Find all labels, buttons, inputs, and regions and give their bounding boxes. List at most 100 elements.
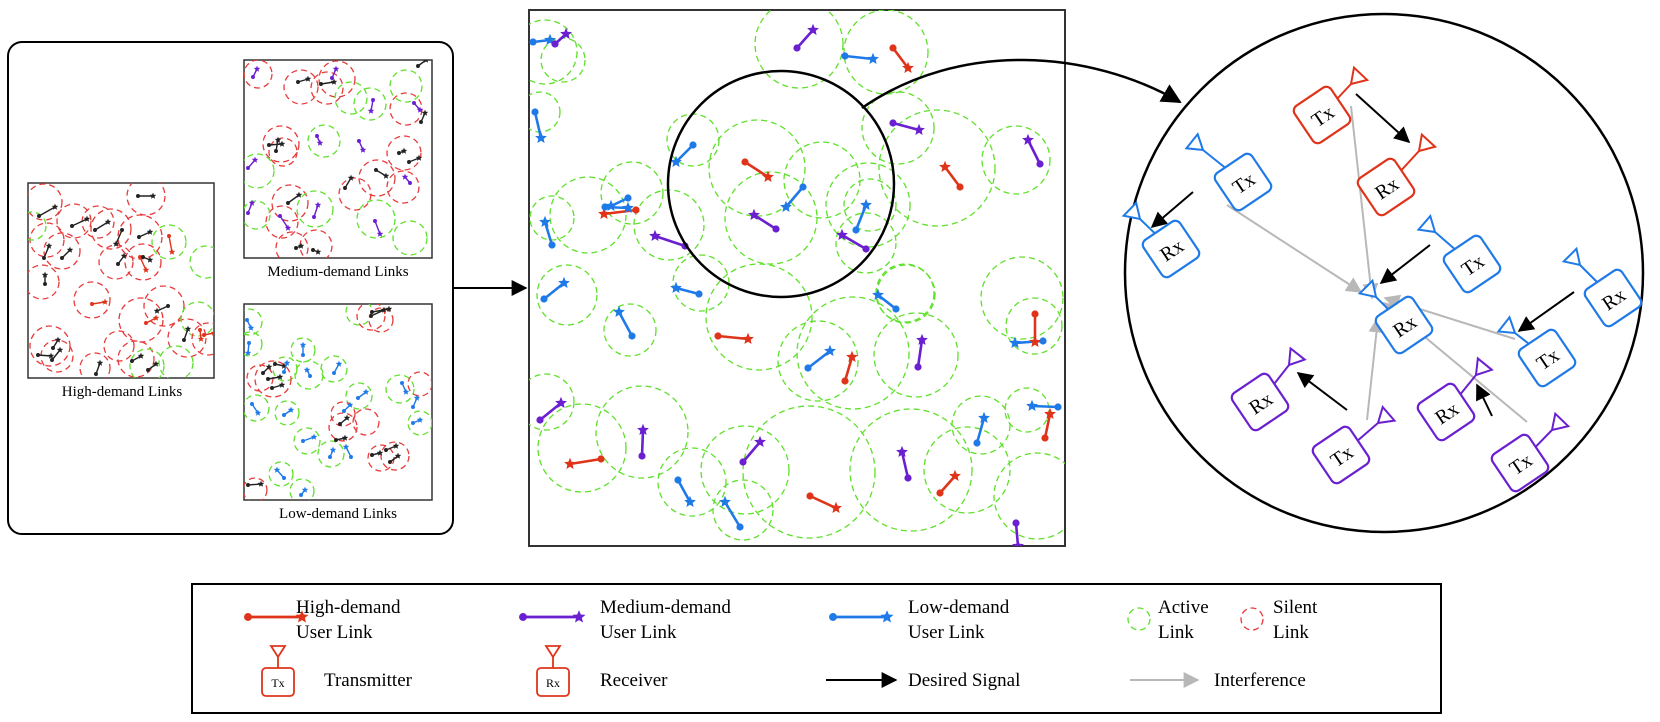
high-panel-ring-1 [56,203,92,239]
medium-panel-link-21-tx-dot [294,246,298,250]
main-link-3-line [843,54,875,61]
high-panel-link-5-rx-star [142,266,150,273]
low-panel-link-12-tx-dot [356,396,360,400]
legend-active-line1: Active [1158,597,1209,618]
legend-receiver-icon-label: Rx [546,676,560,690]
zoom-node-r2: Rx [1141,219,1201,279]
main-active-ring-24 [1005,297,1063,355]
zoom-antenna-icon-t4 [1496,315,1517,335]
main-link-25-line [843,355,854,383]
main-link-15-tx-dot [862,245,870,253]
medium-panel-link-0-tx-dot [251,75,255,79]
main-link-14-rx-star [748,208,760,220]
zoom-node-t5: Tx [1311,425,1371,485]
main-link-34-rx-star [719,495,731,507]
main-link-16-tx-dot [852,226,860,234]
main-active-ring-26 [796,296,910,410]
high-panel-link-17-tx-dot [198,328,202,332]
zoom-desired-arrow-4 [1517,291,1575,332]
high-panel-link-13-tx-dot [90,302,94,306]
main-link-35-tx-dot [806,492,814,500]
main-link-28-tx-dot [1031,310,1039,318]
medium-panel-link-15-tx-dot [343,186,347,190]
high-panel-link-24-rx-star [56,346,64,353]
main-link-24-rx-star [824,344,836,356]
main-link-33-line [676,478,692,504]
high-panel-link-6-tx-dot [137,235,141,239]
main-active-ring-32 [700,425,790,515]
zoom-node-box-t5 [1311,425,1371,485]
zoom-antenna-icon-t6 [1550,411,1571,432]
main-active-ring-29 [537,403,627,493]
high-panel-link-0-rx-star [149,192,157,199]
medium-panel-link-0-rx-star [253,65,261,72]
main-link-13-tx-dot [632,206,640,214]
high-panel-link-15-tx-dot [166,304,170,308]
high-panel-link-8-rx-star [45,242,53,249]
main-link-4-tx-dot [889,44,897,52]
main-link-36-rx-star [896,445,908,457]
medium-panel-link-7-tx-dot [267,143,271,147]
zoom-node-box-r5 [1230,372,1290,432]
low-panel-ring-26 [330,401,356,427]
main-link-26-rx-star [916,333,928,345]
high-panel-link-7-tx-dot [167,234,171,238]
low-panel-link-14-rx-star [254,409,262,416]
main-link-16-rx-star [860,198,872,210]
high-panel-link-22-rx-star [152,360,160,367]
low-panel-ring-15 [274,400,300,426]
high-panel-ring-14 [118,297,164,343]
medium-panel-link-21-rx-star [297,242,305,249]
demand-panels-frame [7,41,454,535]
low-panel-link-25-rx-star [301,486,309,493]
zoom-node-box-r4 [1583,268,1643,328]
main-link-17-rx-star [649,229,661,241]
zoom-node-rc: Rx [1374,295,1434,355]
high-panel-link-10-tx-dot [116,262,120,266]
high-panel-link-17-rx-star [197,335,205,342]
high-demand-panel-content [28,183,214,378]
low-panel-link-20-tx-dot [384,448,388,452]
main-link-24-line [806,349,832,370]
main-link-36-line [900,450,910,480]
medium-panel-link-9-tx-dot [315,134,319,138]
low-panel-link-6-rx-star [278,381,286,388]
high-panel-ring-17 [180,301,214,337]
medium-panel-ring-22 [392,220,428,256]
high-panel-link-21-tx-dot [202,333,206,337]
medium-panel-link-10-tx-dot [357,139,361,143]
low-panel-link-25-tx-dot [299,493,303,497]
high-panel-link-4-rx-star [112,240,120,247]
low-panel-link-5-tx-dot [266,377,270,381]
low-panel-link-7-rx-star [265,363,273,370]
main-link-7-tx-dot [1036,160,1044,168]
medium-panel-link-13-tx-dot [278,214,282,218]
high-panel-link-9-tx-dot [60,256,64,260]
medium-panel-ring-20 [275,231,309,258]
main-link-31-rx-star [637,423,649,435]
main-active-ring-36 [993,452,1065,540]
medium-panel-ring-9 [268,137,298,167]
main-link-30-tx-dot [597,455,605,463]
main-link-42-tx-dot [601,203,609,211]
main-active-ring-25 [777,320,859,402]
main-link-38-tx-dot [1041,434,1049,442]
main-link-18-line [543,220,554,247]
main-link-28-rx-star [1029,335,1041,347]
legend-low-line1: Low-demand [908,597,1010,618]
zoom-node-box-t2 [1213,152,1273,212]
medium-panel-link-6-rx-star [416,106,424,113]
low-panel-link-4-tx-dot [273,362,277,366]
main-link-33-rx-star [684,495,696,507]
high-panel-link-23-tx-dot [94,372,98,376]
main-link-31-tx-dot [638,452,646,460]
main-link-15-line [840,233,868,251]
low-demand-panel [243,303,433,501]
main-link-21-tx-dot [714,332,722,340]
medium-panel-link-22-rx-star [314,248,322,255]
main-active-ring-41 [712,479,774,541]
medium-panel-ring-3 [318,60,356,98]
main-active-ring-20 [705,263,813,371]
